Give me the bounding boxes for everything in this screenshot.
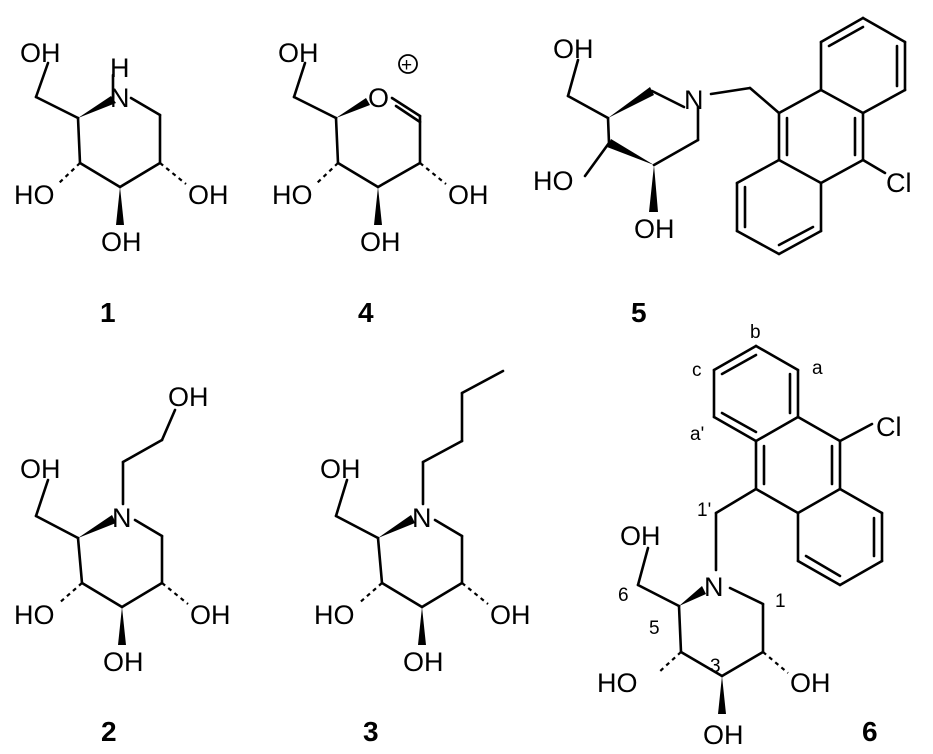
- c2-oh-bottom: OH: [103, 647, 144, 677]
- c5-n: N: [684, 85, 704, 115]
- c1-oh-top: OH: [20, 38, 61, 68]
- c3-oh-bottom: OH: [403, 647, 444, 677]
- compound-number-3: 3: [363, 716, 379, 747]
- c6-pos-a: a: [812, 358, 823, 379]
- c6-cl: Cl: [876, 412, 902, 442]
- c4-oh-right: OH: [448, 180, 489, 210]
- c3-n: N: [412, 503, 432, 533]
- c2-oh-right: OH: [190, 600, 231, 630]
- c6-pos-c: c: [692, 360, 702, 381]
- c2-oh-chain: OH: [168, 382, 209, 412]
- compound-number-5: 5: [631, 297, 647, 328]
- c1-oh-bottom: OH: [101, 227, 142, 257]
- c4-oh-bottom: OH: [360, 227, 401, 257]
- compound-3-structure: OH N HO OH OH 3: [314, 369, 531, 747]
- c2-n: N: [112, 503, 132, 533]
- compound-number-1: 1: [100, 297, 116, 328]
- compound-2-structure: OH OH N HO OH OH 2: [14, 382, 231, 747]
- c5-oh-bottom: OH: [634, 214, 675, 244]
- c3-oh-top: OH: [320, 454, 361, 484]
- c6-pos-5: 5: [649, 618, 660, 639]
- c4-charge: +: [401, 55, 412, 76]
- compound-6-structure: Cl OH N HO OH OH a b c a' 1' 6 5 3 1 6: [597, 322, 902, 750]
- c6-pos-3: 3: [710, 656, 721, 677]
- c6-oh-right: OH: [790, 668, 831, 698]
- c6-pos-1-prime: 1': [697, 500, 711, 521]
- c6-oh-top: OH: [620, 521, 661, 551]
- c6-pos-a-prime: a': [690, 424, 704, 445]
- c4-oh-top: OH: [278, 38, 319, 68]
- c1-n: N: [110, 83, 130, 113]
- c6-oh-bottom: OH: [703, 720, 744, 750]
- c1-h: H: [110, 53, 130, 83]
- c6-n: N: [704, 572, 724, 602]
- c1-ho-left: HO: [14, 180, 55, 210]
- c3-ho-left: HO: [314, 600, 355, 630]
- c5-cl: Cl: [886, 168, 912, 198]
- compound-4-structure: + OH O HO OH OH 4: [272, 38, 489, 328]
- c4-o-ring: O: [368, 83, 389, 113]
- c6-pos-1: 1: [775, 591, 786, 612]
- c6-pos-6: 6: [618, 585, 629, 606]
- compound-1-structure: OH N H HO OH OH 1: [14, 38, 229, 328]
- c6-ho-left: HO: [597, 668, 638, 698]
- c4-ho-left: HO: [272, 180, 313, 210]
- c2-ho-left: HO: [14, 600, 55, 630]
- compound-number-6: 6: [862, 716, 878, 747]
- c2-oh-top: OH: [20, 454, 61, 484]
- c5-ho-left: HO: [533, 166, 574, 196]
- c1-oh-right: OH: [188, 180, 229, 210]
- compound-5-structure: OH N HO OH Cl 5: [533, 16, 912, 328]
- c6-pos-b: b: [750, 322, 761, 343]
- compound-number-2: 2: [101, 716, 117, 747]
- c5-oh-top: OH: [553, 34, 594, 64]
- c3-oh-right: OH: [490, 600, 531, 630]
- compound-number-4: 4: [358, 297, 374, 328]
